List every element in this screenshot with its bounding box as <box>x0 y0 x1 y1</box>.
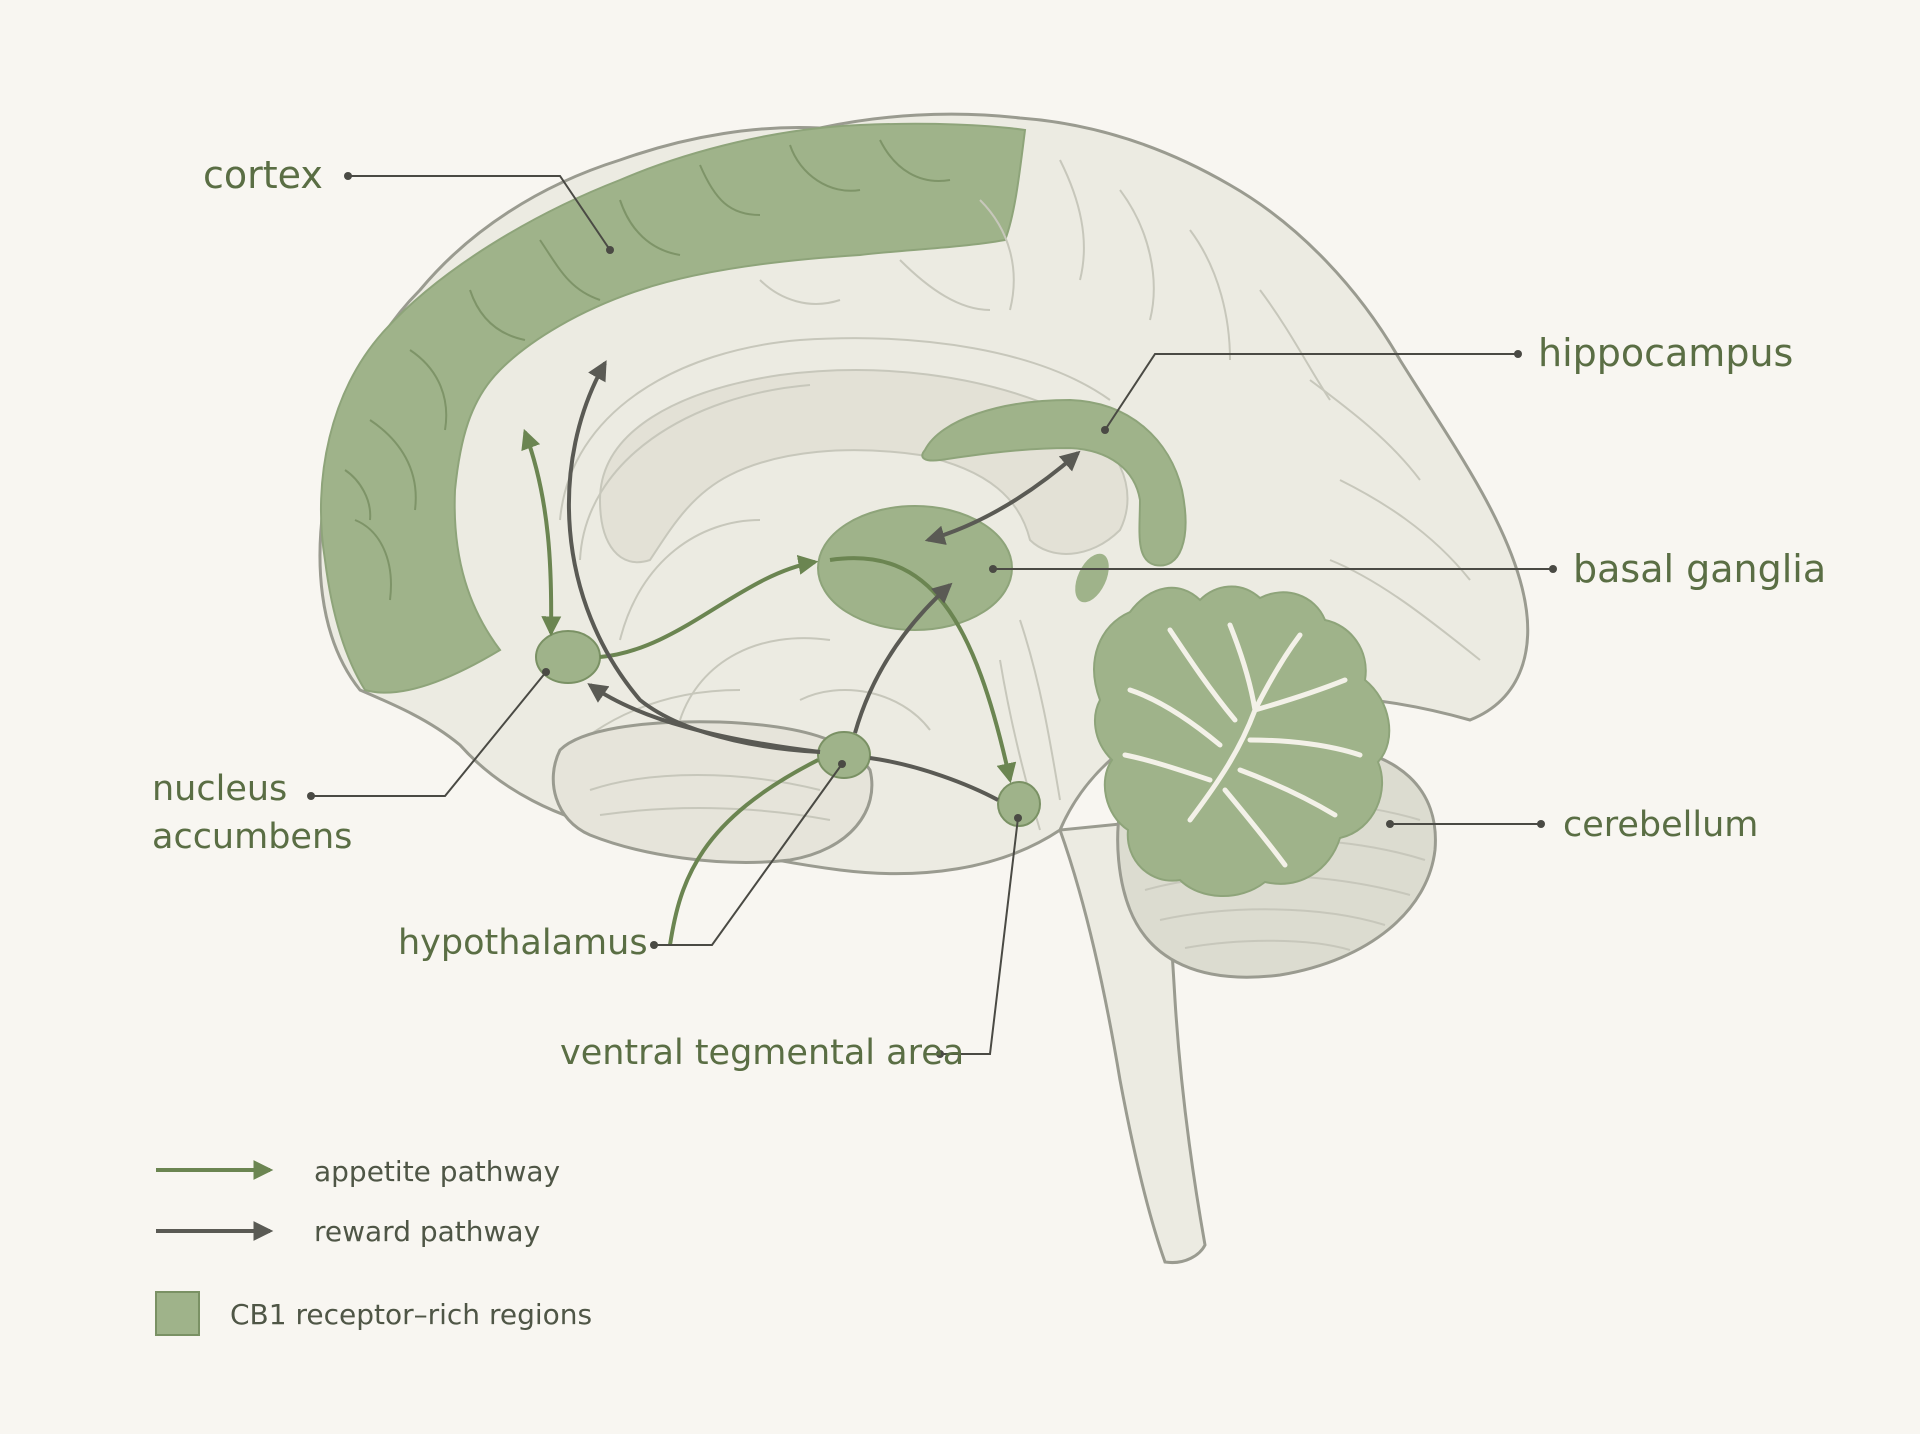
legend-cb1-swatch <box>155 1291 200 1336</box>
legend-reward-label: reward pathway <box>314 1215 540 1248</box>
legend: appetite pathway reward pathway CB1 rece… <box>155 1155 592 1336</box>
reward-arrow-bg <box>853 582 953 734</box>
reward-arrow-hippo <box>924 450 1081 545</box>
leader-lines <box>307 172 1557 1058</box>
appetite-arrow-nac-bg <box>599 555 819 659</box>
reward-arrow-hypo-vta <box>869 756 999 802</box>
cortex-region <box>319 122 1027 694</box>
label-hippocampus: hippocampus <box>1538 331 1793 375</box>
label-cerebellum: cerebellum <box>1563 805 1758 845</box>
appetite-arrow-nac-cortex <box>521 428 562 637</box>
legend-appetite-label: appetite pathway <box>314 1155 560 1188</box>
label-nucleus-accumbens-line2: accumbens <box>152 817 352 857</box>
basal-ganglia-region <box>817 505 1013 631</box>
label-nucleus-accumbens-line1: nucleus <box>152 769 287 809</box>
vta-node <box>997 781 1041 827</box>
reward-arrow-cortex <box>567 360 821 754</box>
appetite-arrow-bg-vta <box>829 556 1017 784</box>
arbor-vitae <box>1122 622 1363 868</box>
small-nucleus <box>1075 553 1109 603</box>
appetite-arrow-hypo-up <box>668 758 819 946</box>
label-cortex: cortex <box>203 153 323 197</box>
legend-cb1-label: CB1 receptor–rich regions <box>230 1298 592 1331</box>
label-basal-ganglia: basal ganglia <box>1573 547 1826 591</box>
label-hypothalamus: hypothalamus <box>398 923 648 963</box>
reward-arrow-nac <box>587 683 821 754</box>
label-ventral-tegmental-area: ventral tegmental area <box>560 1033 964 1073</box>
hypothalamus-node <box>817 731 871 779</box>
